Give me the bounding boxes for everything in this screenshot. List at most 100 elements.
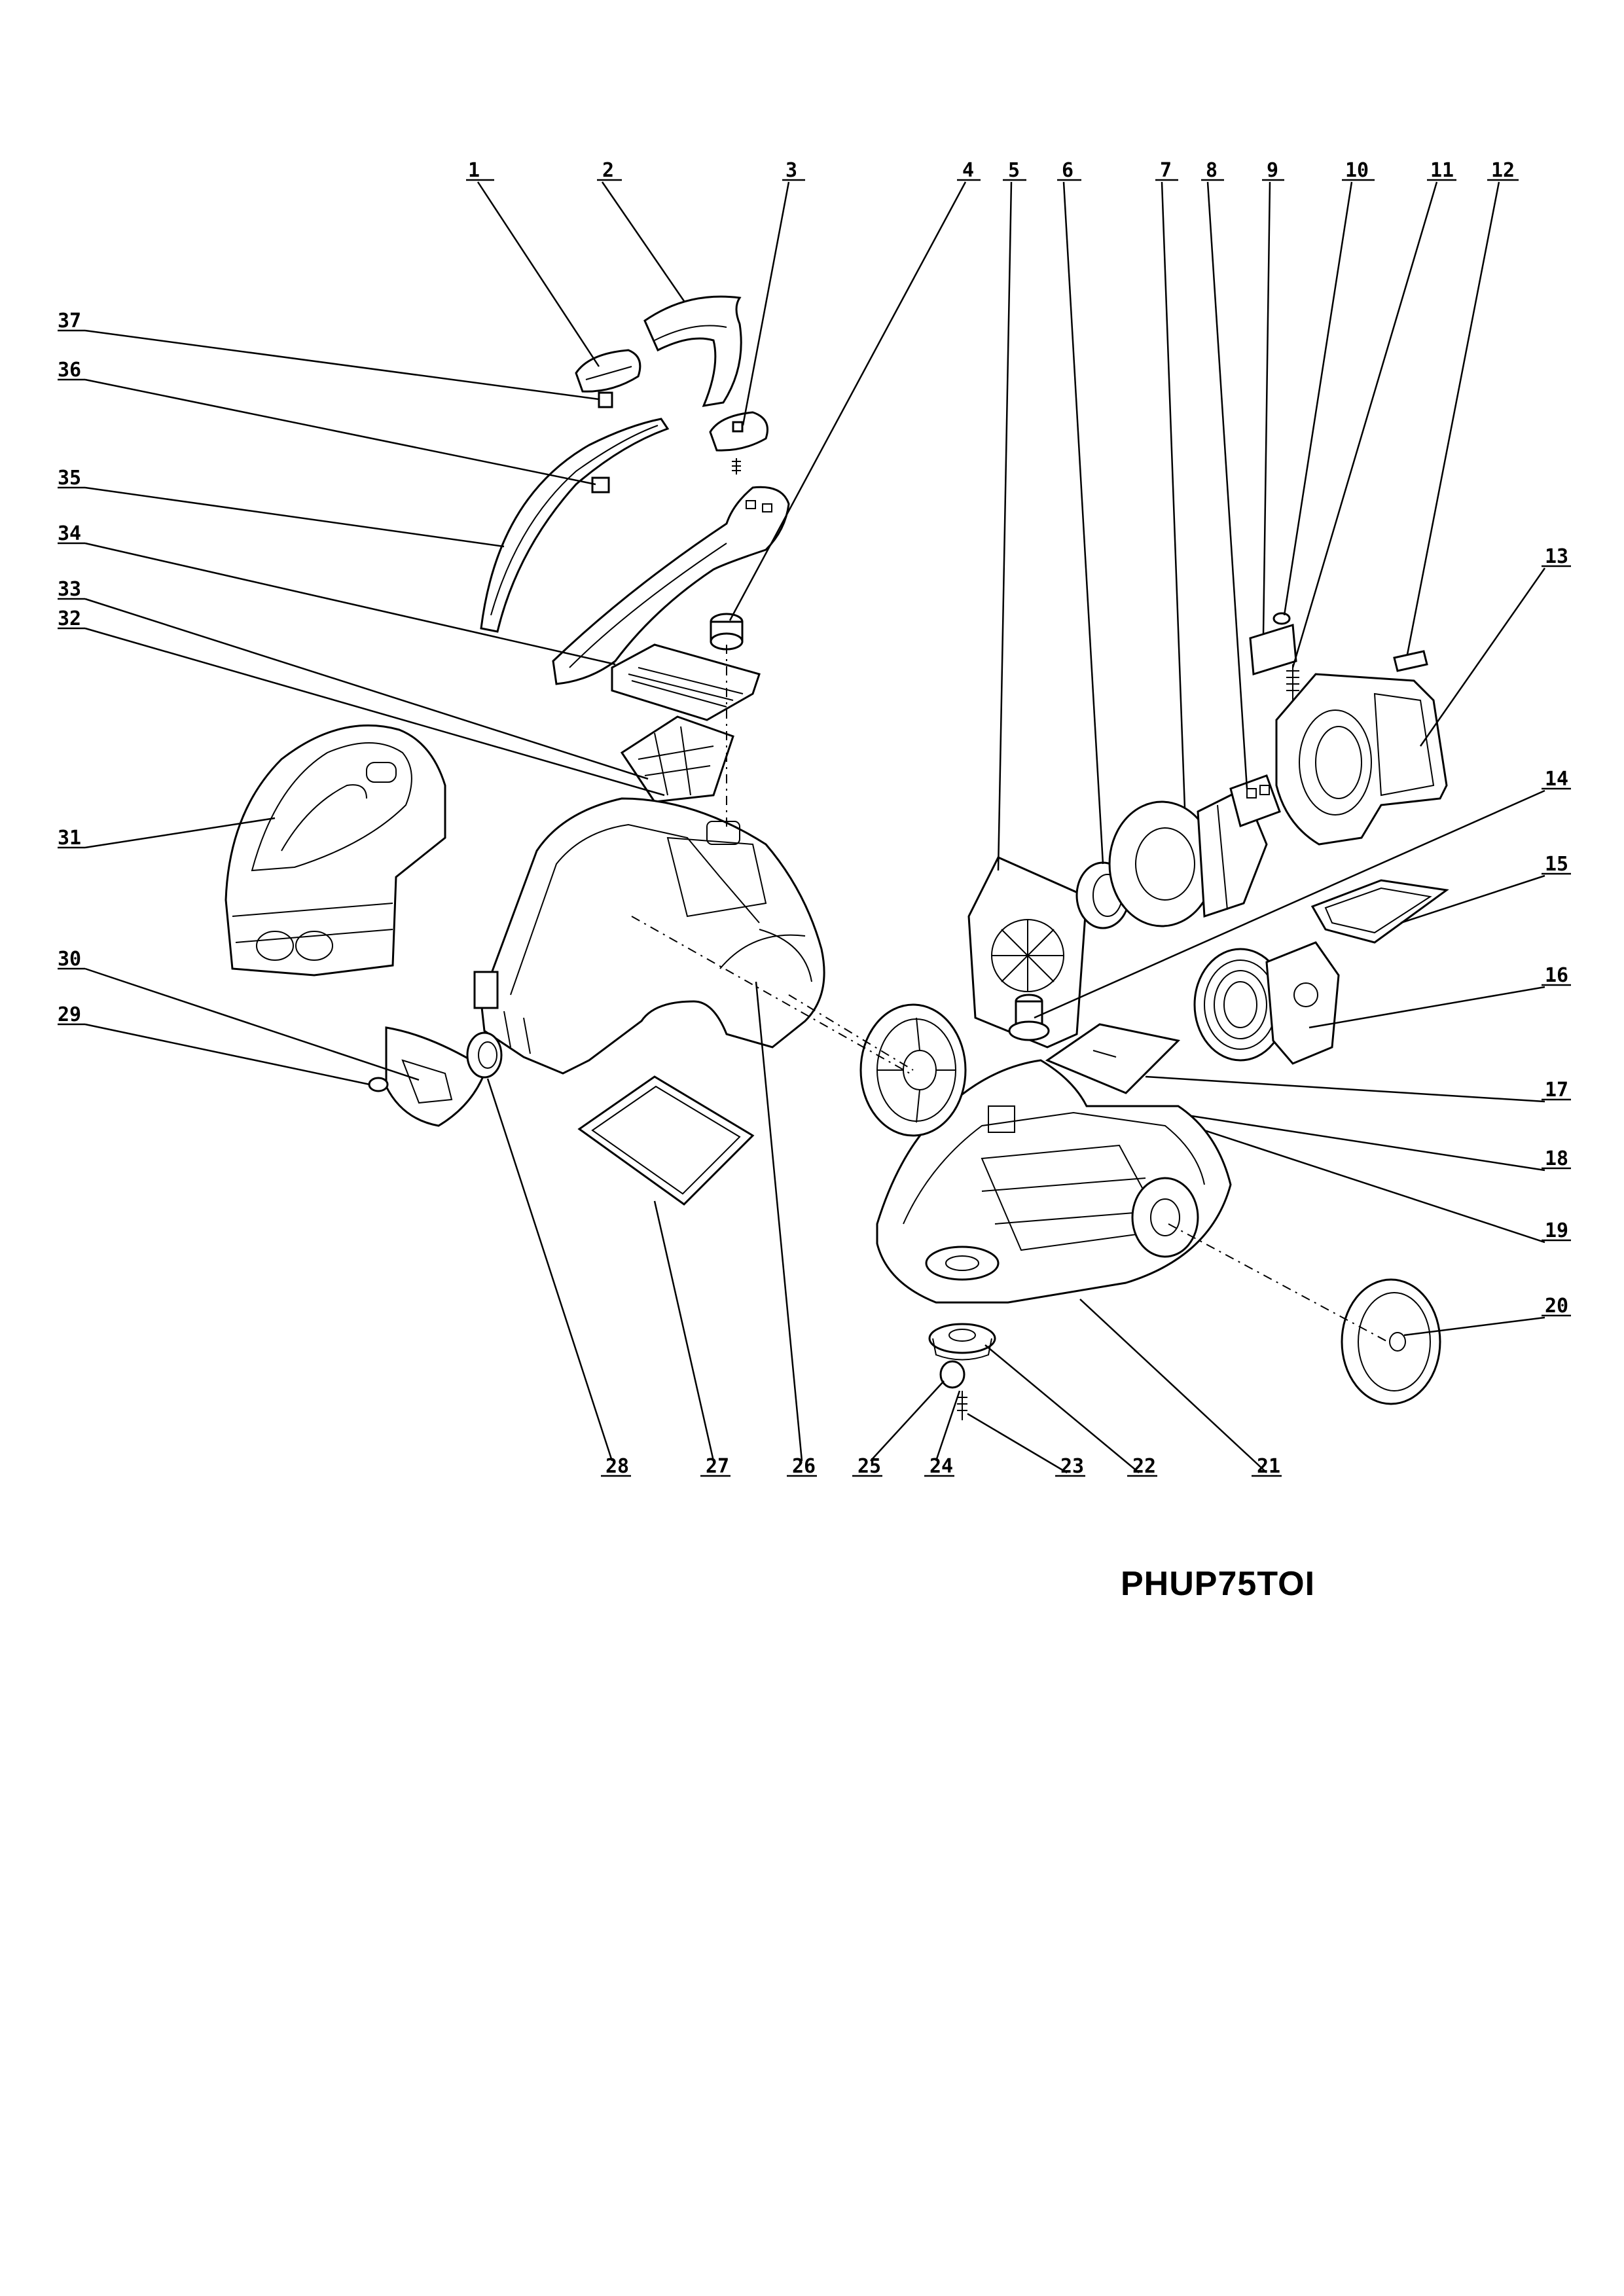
svg-text:29: 29 <box>58 1003 81 1026</box>
svg-text:25: 25 <box>857 1455 881 1478</box>
part-motor-bracket <box>1229 774 1281 827</box>
part-rear-clip <box>1393 650 1428 672</box>
svg-text:27: 27 <box>706 1455 729 1478</box>
svg-text:6: 6 <box>1062 159 1074 182</box>
callout-11: 11 <box>1291 159 1456 668</box>
part-filter-frame <box>611 643 761 721</box>
callout-2: 2 <box>597 159 685 302</box>
callout-8: 8 <box>1201 159 1248 789</box>
part-handle-strip <box>480 418 670 633</box>
callout-12: 12 <box>1406 159 1519 655</box>
part-swivel-caster <box>928 1323 996 1361</box>
part-base-housing <box>876 1059 1232 1304</box>
part-handle-body <box>552 486 790 685</box>
svg-text:17: 17 <box>1545 1079 1568 1102</box>
callout-5: 5 <box>997 159 1026 871</box>
part-cord-reel <box>1193 941 1340 1065</box>
callout-4: 4 <box>729 159 981 621</box>
callout-32: 32 <box>58 607 665 797</box>
svg-text:28: 28 <box>605 1455 629 1478</box>
callout-27: 27 <box>653 1200 731 1478</box>
callout-17: 17 <box>1145 1075 1571 1103</box>
svg-text:5: 5 <box>1008 159 1020 182</box>
svg-text:19: 19 <box>1545 1219 1568 1242</box>
svg-text:16: 16 <box>1545 964 1568 987</box>
callout-20: 20 <box>1403 1295 1571 1336</box>
callout-19: 19 <box>1204 1129 1571 1244</box>
part-ring-seal <box>466 1031 503 1079</box>
callout-37: 37 <box>58 310 600 401</box>
part-clip <box>368 1077 389 1092</box>
callout-6: 6 <box>1057 159 1104 865</box>
callout-24: 24 <box>924 1390 961 1478</box>
svg-text:2: 2 <box>602 159 614 182</box>
svg-text:33: 33 <box>58 578 81 601</box>
callout-28: 28 <box>486 1078 631 1478</box>
svg-text:10: 10 <box>1345 159 1369 182</box>
part-handle-switch <box>709 411 768 475</box>
callout-16: 16 <box>1308 964 1571 1029</box>
callout-22: 22 <box>984 1344 1157 1478</box>
svg-text:13: 13 <box>1545 545 1568 568</box>
svg-text:20: 20 <box>1545 1295 1568 1318</box>
svg-text:11: 11 <box>1430 159 1454 182</box>
svg-text:3: 3 <box>785 159 797 182</box>
part-right-wheel <box>1341 1278 1441 1405</box>
callout-13: 13 <box>1419 545 1571 747</box>
part-gasket <box>577 1075 755 1206</box>
svg-text:9: 9 <box>1267 159 1278 182</box>
svg-text:22: 22 <box>1132 1455 1156 1478</box>
part-handle-button <box>575 349 641 408</box>
callout-35: 35 <box>58 467 505 548</box>
callout-33: 33 <box>58 578 649 780</box>
callout-29: 29 <box>58 1003 370 1086</box>
callout-30: 30 <box>58 948 420 1081</box>
model-title: PHUP75TOI <box>1121 1565 1316 1603</box>
svg-text:30: 30 <box>58 948 81 971</box>
svg-text:14: 14 <box>1545 768 1568 791</box>
callout-10: 10 <box>1283 159 1375 616</box>
parts-drawing <box>225 295 1449 1420</box>
part-handle-top-cover <box>643 295 742 407</box>
part-hepa-filter <box>620 715 734 803</box>
callout-25: 25 <box>852 1380 945 1478</box>
callout-7: 7 <box>1155 159 1186 809</box>
svg-text:7: 7 <box>1160 159 1172 182</box>
svg-text:24: 24 <box>929 1455 953 1478</box>
svg-text:35: 35 <box>58 467 81 490</box>
callout-18: 18 <box>1191 1115 1571 1172</box>
svg-text:31: 31 <box>58 827 81 850</box>
part-dust-container <box>225 724 446 977</box>
callout-9: 9 <box>1262 159 1284 636</box>
callout-36: 36 <box>58 359 596 486</box>
part-bottom-plate <box>1045 1023 1181 1094</box>
svg-text:12: 12 <box>1491 159 1515 182</box>
svg-text:4: 4 <box>962 159 974 182</box>
svg-text:37: 37 <box>58 310 81 332</box>
part-bottom-seal <box>1310 879 1449 944</box>
svg-text:1: 1 <box>468 159 480 182</box>
svg-text:34: 34 <box>58 522 81 545</box>
part-cord-knob <box>1008 994 1050 1041</box>
callouts: 1 2 3 4 5 6 7 <box>58 159 1571 1478</box>
svg-text:32: 32 <box>58 607 81 630</box>
callout-26: 26 <box>755 981 817 1478</box>
part-cover-plate <box>385 1026 486 1127</box>
part-motor <box>1108 787 1268 927</box>
callout-14: 14 <box>1034 768 1571 1019</box>
callout-1: 1 <box>466 159 600 367</box>
part-small-clips <box>1249 612 1299 700</box>
part-small-wheel <box>939 1360 967 1420</box>
part-filter-knob <box>710 613 744 651</box>
callout-21: 21 <box>1079 1299 1282 1478</box>
svg-text:18: 18 <box>1545 1147 1568 1170</box>
svg-text:26: 26 <box>792 1455 816 1478</box>
part-top-housing <box>473 797 825 1075</box>
svg-text:15: 15 <box>1545 853 1568 876</box>
callout-15: 15 <box>1400 853 1571 924</box>
callout-34: 34 <box>58 522 616 666</box>
part-motor-rear-housing <box>1275 673 1448 846</box>
part-motor-front-cover <box>967 856 1088 1049</box>
svg-text:23: 23 <box>1060 1455 1084 1478</box>
